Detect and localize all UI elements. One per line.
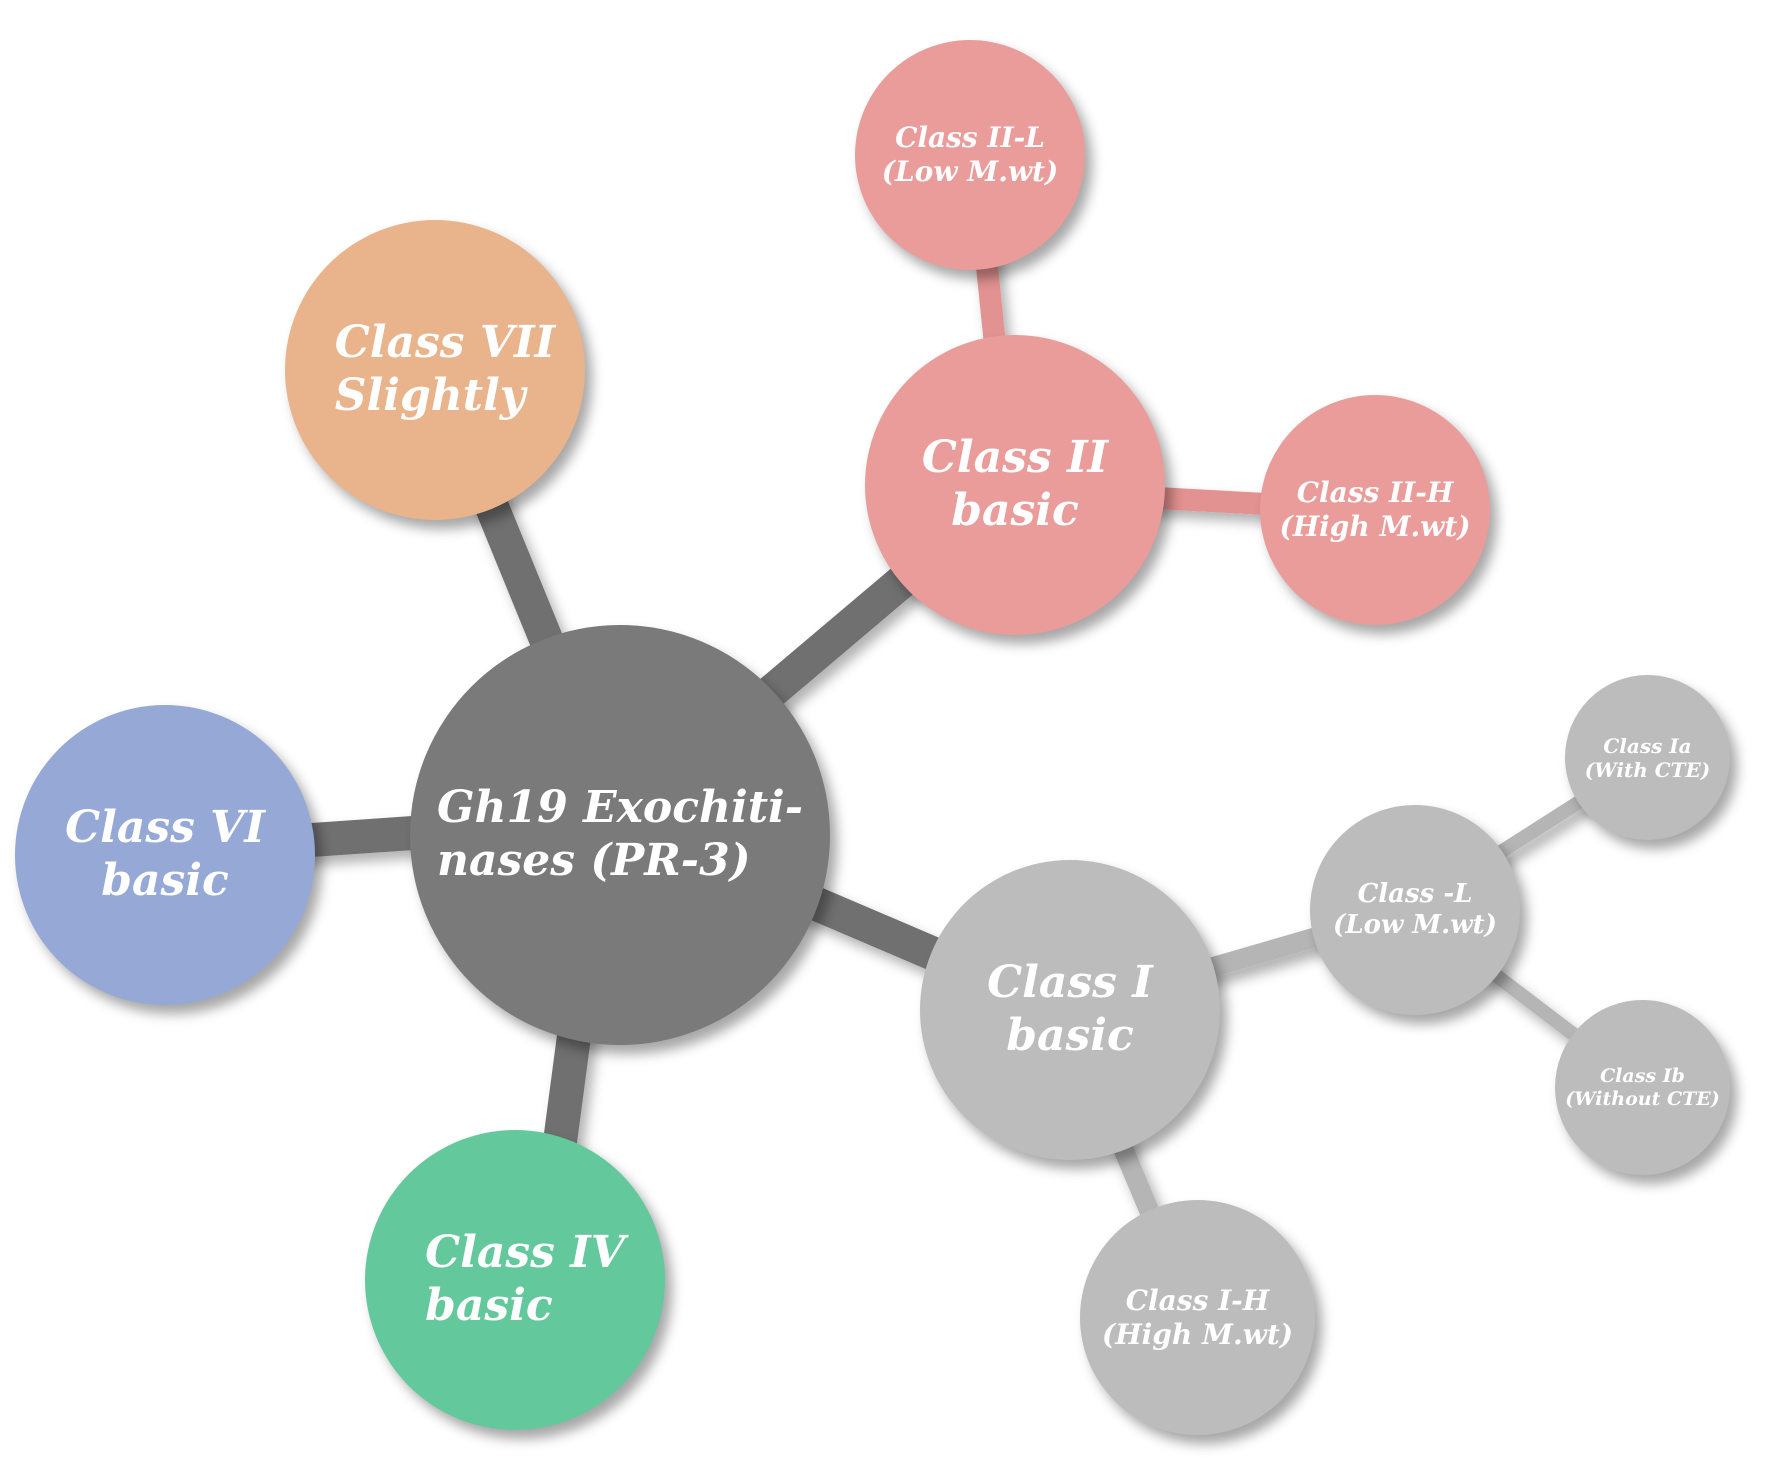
node-class-iv-line1: Class IV <box>425 1227 625 1279</box>
node-class-iv: Class IV basic <box>365 1130 665 1430</box>
node-class-i-h: Class I-H (High M.wt) <box>1080 1200 1315 1435</box>
node-class-i: Class I basic <box>920 860 1220 1160</box>
node-class-vii-line2: Slightly <box>334 370 526 421</box>
node-class-ib: Class Ib (Without CTE) <box>1555 1000 1730 1175</box>
node-class-ib-line2: (Without CTE) <box>1565 1087 1720 1110</box>
node-class-ii-h-line2: (High M.wt) <box>1279 510 1471 543</box>
node-class-i-h-line1: Class I-H <box>1125 1283 1270 1317</box>
node-class-vii: Class VII Slightly <box>285 220 585 520</box>
node-class-vi-line2: basic <box>101 855 229 906</box>
node-class-ib-line1: Class Ib <box>1600 1064 1685 1087</box>
node-class-l-line1: Class -L <box>1357 878 1473 909</box>
node-class-ii-line1: Class II <box>921 432 1109 484</box>
node-class-i-line1: Class I <box>987 957 1153 1009</box>
node-class-ii-l-line1: Class II-L <box>895 121 1045 155</box>
node-class-vi: Class VI basic <box>15 705 315 1005</box>
node-class-vi-line1: Class VI <box>65 802 265 854</box>
node-class-ia: Class Ia (With CTE) <box>1565 675 1730 840</box>
node-class-ii-l: Class II-L (Low M.wt) <box>855 40 1085 270</box>
node-class-l: Class -L (Low M.wt) <box>1310 805 1520 1015</box>
node-root-line1: Gh19 Exochiti- <box>436 782 804 834</box>
node-class-i-h-line2: (High M.wt) <box>1101 1317 1294 1351</box>
node-class-ii-l-line2: (Low M.wt) <box>881 155 1059 188</box>
node-class-l-line2: (Low M.wt) <box>1333 910 1497 940</box>
node-class-ii-line2: basic <box>951 485 1079 536</box>
node-class-ia-line2: (With CTE) <box>1584 757 1711 782</box>
node-class-iv-line2: basic <box>425 1280 553 1331</box>
node-root-line2: nases (PR-3) <box>436 835 751 886</box>
node-class-vii-line1: Class VII <box>334 317 556 369</box>
node-class-ii: Class II basic <box>865 335 1165 635</box>
node-class-ia-line1: Class Ia <box>1603 733 1692 758</box>
node-root: Gh19 Exochiti- nases (PR-3) <box>410 625 830 1045</box>
node-class-i-line2: basic <box>1006 1010 1134 1061</box>
node-class-ii-h-line1: Class II-H <box>1296 476 1454 510</box>
node-class-ii-h: Class II-H (High M.wt) <box>1260 395 1490 625</box>
